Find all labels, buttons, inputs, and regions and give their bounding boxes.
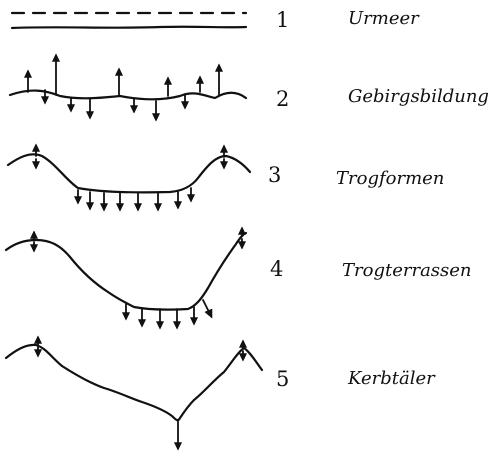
stage-3-label: Trogformen	[336, 168, 444, 189]
stage-5-subsidence-arrows	[34, 346, 247, 451]
stage-3-trough-profile	[6, 153, 252, 194]
stage-2-label: Gebirgsbildung	[348, 86, 489, 107]
stage-2-number: 2	[276, 87, 289, 111]
stage-5-number: 5	[276, 367, 289, 391]
stage-5-uplift-arrows	[34, 335, 247, 350]
stage-1: 1 Urmeer	[10, 8, 420, 32]
stage-3: 3 Trogformen	[6, 143, 444, 212]
stage-3-uplift-arrows	[32, 143, 228, 158]
stage-4-number: 4	[270, 257, 283, 281]
stage-1-ground-profile	[10, 25, 248, 30]
stage-5-v-valley-profile	[4, 343, 264, 422]
stage-4-terrace-profile	[4, 231, 248, 311]
stage-4-uplift-arrows	[30, 226, 246, 241]
stage-3-number: 3	[268, 163, 281, 187]
stage-4: 4 Trogterrassen	[4, 226, 472, 330]
stage-4-label: Trogterrassen	[342, 260, 472, 281]
stage-2: 2 Gebirgsbildung	[8, 53, 489, 122]
stage-3-subsidence-arrows	[32, 158, 228, 212]
stage-1-number: 1	[276, 8, 289, 32]
stage-5-label: Kerbtäler	[347, 368, 436, 389]
stage-5: 5 Kerbtäler	[4, 335, 436, 451]
stage-2-uplift-arrows	[24, 53, 223, 97]
stage-1-label: Urmeer	[348, 8, 420, 29]
stage-2-subsidence-arrows	[41, 89, 189, 122]
stage-4-subsidence-arrows	[30, 238, 246, 330]
